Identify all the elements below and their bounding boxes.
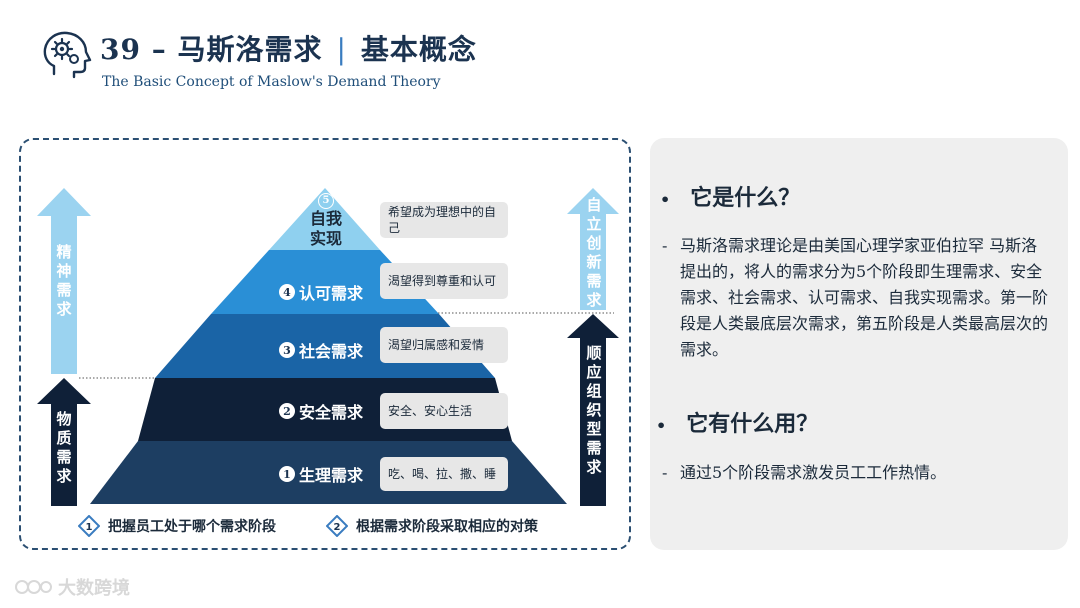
left-up-arrow-dark bbox=[37, 378, 91, 506]
level-1-desc: 吃、喝、拉、撒、睡 bbox=[380, 457, 508, 491]
svg-text:1: 1 bbox=[86, 522, 93, 533]
diagram-frame bbox=[19, 138, 631, 550]
page-title: 39 – 马斯洛需求|基本概念 bbox=[100, 33, 477, 66]
right-up-arrow-light bbox=[567, 188, 619, 310]
right-up-arrow-dark bbox=[567, 314, 619, 506]
level-2-desc: 安全、安心生活 bbox=[380, 393, 508, 429]
question-what: •它是什么？ bbox=[660, 185, 801, 211]
title-concept: 基本概念 bbox=[360, 33, 477, 66]
info-panel bbox=[650, 138, 1068, 550]
watermark: 大数跨境 bbox=[14, 574, 130, 600]
answer-what: -马斯洛需求理论是由美国心理学家亚伯拉罕 马斯洛提出的，将人的需求分为5个阶段即… bbox=[662, 236, 1049, 359]
page-subtitle: The Basic Concept of Maslow's Demand The… bbox=[102, 74, 441, 90]
right-top-arrow-label: 自立创新需求 bbox=[586, 196, 602, 309]
left-top-arrow-label: 精神需求 bbox=[56, 243, 72, 318]
left-bottom-arrow-label: 物质需求 bbox=[56, 410, 72, 485]
diamond-number-icon: 1 bbox=[78, 515, 100, 537]
level-3-desc: 渴望归属感和爱情 bbox=[380, 327, 508, 363]
level-5-label: 5 自我 实现 bbox=[303, 188, 349, 249]
footer-item-2: 2 根据需求阶段采取相应的对策 bbox=[326, 515, 538, 537]
diamond-number-icon: 2 bbox=[326, 515, 348, 537]
left-up-arrow-light bbox=[37, 188, 91, 374]
svg-text:2: 2 bbox=[334, 522, 341, 533]
answer-use: -通过5个阶段需求激发员工工作热情。 bbox=[662, 463, 947, 482]
right-bottom-arrow-label: 顺应组织型需求 bbox=[586, 344, 602, 476]
head-gears-icon bbox=[43, 31, 92, 79]
question-use: •它有什么用？ bbox=[656, 411, 819, 437]
level-5-desc: 希望成为理想中的自己 bbox=[380, 202, 508, 238]
level-4-desc: 渴望得到尊重和认可 bbox=[380, 263, 508, 299]
level-5-number: 5 bbox=[318, 192, 334, 209]
pyramid-level-5 bbox=[269, 188, 380, 250]
footer-item-1: 1 把握员工处于哪个需求阶段 bbox=[78, 515, 276, 537]
watermark-logo-icon bbox=[15, 580, 52, 594]
